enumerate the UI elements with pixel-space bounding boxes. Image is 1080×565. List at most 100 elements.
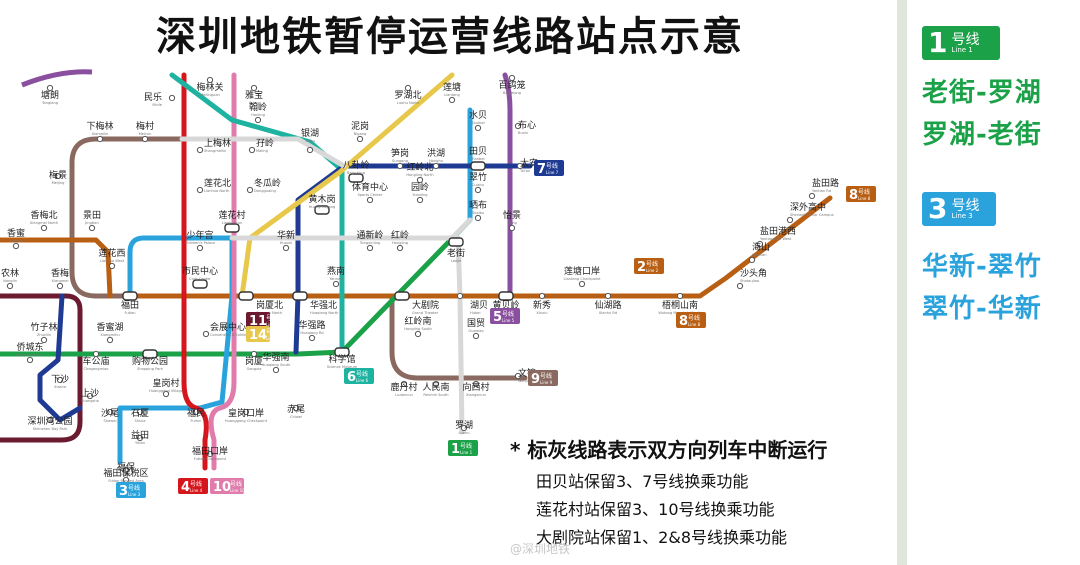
station-name: 民乐 (144, 91, 162, 103)
station-name: 翠竹 (469, 171, 487, 183)
interchange-marker (334, 347, 350, 357)
station-name-en: Cuizhu (472, 183, 484, 187)
station-name: 笋岗 (391, 147, 409, 159)
station-name: 晒布 (469, 199, 487, 211)
station-dot (46, 84, 54, 92)
station-name-en: Tai'an (519, 169, 530, 173)
station-name-en: Minle (152, 103, 162, 107)
station-dot (366, 196, 374, 204)
station-dot (448, 96, 456, 104)
station-dot (414, 330, 422, 338)
station-name: 购物公园 (132, 355, 168, 367)
station-name: 石厦 (131, 408, 149, 419)
